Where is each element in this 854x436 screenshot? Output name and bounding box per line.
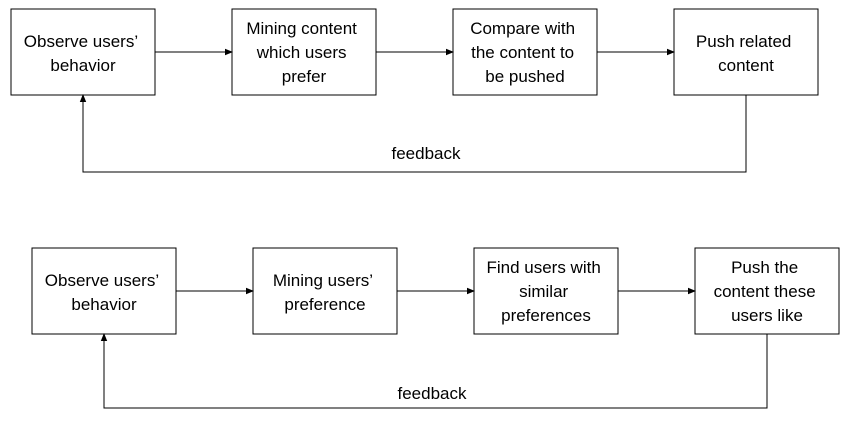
- flow-1-step-3-line-1: Compare with: [470, 19, 575, 38]
- flow-1-step-3-line-3: be pushed: [485, 67, 564, 86]
- flow-1-step-4-line-1: Push related: [696, 32, 791, 51]
- flow-1-step-2-line-3: prefer: [282, 67, 327, 86]
- svg-text:Push related content: Push related content: [696, 32, 796, 75]
- svg-text:Find users with simila: Find users with similar preferences: [486, 258, 605, 325]
- flow-2-step-3-line-3: preferences: [501, 306, 591, 325]
- flow-2-step-4-box: Push the content these users like: [694, 247, 840, 335]
- flow-2-step-4-line-3: users like: [731, 306, 803, 325]
- svg-text:Compare with the conte: Compare with the content to be pushed: [470, 19, 580, 86]
- flow-user-based: Observe users’ behavior Mining users’ pr…: [31, 247, 840, 409]
- flow-1-step-2-line-1: Mining content: [246, 19, 357, 38]
- flow-2-step-3-line-2: similar: [519, 282, 568, 301]
- flow-1-step-2-line-2: which users: [256, 43, 347, 62]
- flow-2-step-3-box: Find users with similar preferences: [473, 247, 619, 335]
- flow-1-feedback-label: feedback: [392, 144, 461, 163]
- flow-2-step-1-box: Observe users’ behavior: [31, 247, 177, 335]
- flow-1-step-1-line-2: behavior: [50, 56, 116, 75]
- flow-1-step-4-box: Push related content: [673, 8, 819, 96]
- flow-2-step-1-line-2: behavior: [71, 295, 137, 314]
- svg-text:Observe users’ behavio: Observe users’ behavior: [24, 32, 142, 75]
- flow-1-step-1-line-1: Observe users’: [24, 32, 138, 51]
- flow-2-step-3-line-1: Find users with: [486, 258, 600, 277]
- flow-1-step-3-line-2: the content to: [471, 43, 574, 62]
- flow-2-feedback-label: feedback: [398, 384, 467, 403]
- flow-1-step-3-box: Compare with the content to be pushed: [452, 8, 598, 96]
- svg-text:Observe users’ behavio: Observe users’ behavior: [45, 271, 163, 314]
- flow-1-step-4-line-2: content: [718, 56, 774, 75]
- flow-2-step-4-line-2: content these: [714, 282, 816, 301]
- flow-1-step-2-box: Mining content which users prefer: [231, 8, 377, 96]
- flow-2-step-2-line-1: Mining users’: [273, 271, 373, 290]
- flow-2-step-4-line-1: Push the: [731, 258, 798, 277]
- flow-2-step-2-box: Mining users’ preference: [252, 247, 398, 335]
- flow-2-feedback-loop: [100, 333, 768, 409]
- flow-2-step-1-line-1: Observe users’: [45, 271, 159, 290]
- svg-text:Mining users’ preferen: Mining users’ preference: [273, 271, 377, 314]
- flow-2-step-2-line-2: preference: [284, 295, 365, 314]
- flow-content-based: Observe users’ behavior Mining content w…: [10, 8, 819, 173]
- flow-1-step-1-box: Observe users’ behavior: [10, 8, 156, 96]
- svg-text:Mining content which u: Mining content which users prefer: [246, 19, 361, 86]
- svg-text:Push the content these: Push the content these users like: [714, 258, 821, 325]
- flow-1-feedback-loop: [79, 94, 747, 173]
